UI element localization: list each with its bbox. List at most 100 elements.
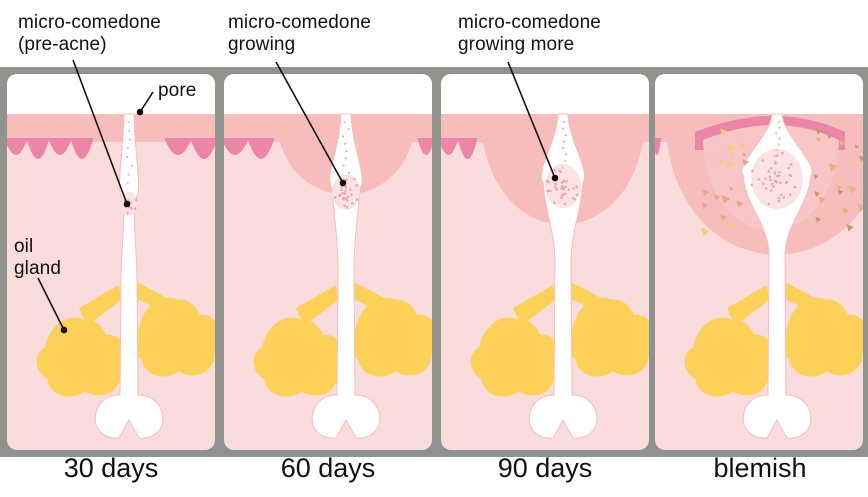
skin-panel-4 [653,74,868,450]
comedone-particle [561,194,564,197]
comedone-particle [356,198,359,201]
pore-particle [344,143,346,145]
comedone-particle [770,189,773,192]
pore-particle [778,121,780,123]
caption-stage-2: 60 days [223,452,433,484]
label-line: (pre-acne) [18,34,161,56]
label-line: gland [14,258,61,280]
leader-pore-dot [138,110,143,115]
comedone-particle [560,188,563,191]
comedone-particle [762,182,765,185]
comedone-particle [761,159,764,162]
comedone-particle [549,190,552,193]
caption-stage-1: 30 days [6,452,216,484]
comedone-particle [787,167,790,170]
comedone-particle [780,194,783,197]
label-micro-comedone-growing: micro-comedone growing [228,12,371,56]
comedone-particle [794,186,797,189]
sky [441,74,649,114]
leader-oil-gland-dot [62,328,67,333]
comedone-particle [562,179,565,182]
pore-particle [128,173,130,175]
pore-particle [129,138,131,140]
comedone-particle [564,193,567,196]
comedone-particle [771,183,774,186]
comedone-particle [779,181,782,184]
pore-particle [774,160,776,162]
pore-particle [126,156,128,158]
comedone-particle [778,197,781,200]
label-line: oil [14,236,61,258]
comedone-particle [786,181,789,184]
comedone-particle [572,187,575,190]
pore-particle [775,149,777,151]
pore-particle [345,157,347,159]
pore-particle [563,121,565,123]
comedone-particle [775,180,778,183]
comedone-particle [135,199,138,202]
comedone-particle [778,200,781,203]
comedone-particle [764,177,767,180]
label-pore: pore [158,80,196,102]
pore-particle [342,135,344,137]
pore-particle [126,182,128,184]
pore-particle [348,128,350,130]
comedone-particle [778,171,781,174]
comedone-particle [554,183,557,186]
pore-particle [348,172,350,174]
comedone-particle [346,206,349,209]
comedone-particle [565,180,568,183]
pore-particle [773,155,775,157]
comedone-particle [340,188,343,191]
pore-particle [342,164,344,166]
pore-particle [564,134,566,136]
comedone-particle [561,181,564,184]
caption-stage-3: 90 days [440,452,650,484]
pore-particle [344,121,346,123]
comedone-particle [776,175,779,178]
epidermis [441,114,649,142]
skin-panel-2 [222,74,437,450]
comedone-particle [575,186,578,189]
pore-particle [562,127,564,129]
comedone-particle [342,198,345,201]
sky [224,74,432,114]
comedone-particle [351,202,354,205]
comedone-particle [769,175,772,178]
skin-panel-3 [439,74,654,450]
comedone-particle [353,178,356,181]
comedone-particle [783,196,786,199]
leader-growing-more-dot [553,176,558,181]
pore-particle [775,132,777,134]
comedone-particle [334,196,337,199]
comedone-particle [355,184,358,187]
comedone-particle [751,184,754,187]
pore-particle [779,138,781,140]
comedone-particle [134,207,137,210]
label-line: micro-comedone [18,12,161,34]
comedone-particle [346,199,349,202]
comedone-particle [776,154,779,157]
comedone-particle [576,193,579,196]
pore-particle [131,165,133,167]
comedone-particle [789,174,792,177]
comedone-particle [347,195,350,198]
label-micro-comedone-growing-more: micro-comedone growing more [458,12,601,56]
pore-particle [127,121,129,123]
label-line: growing more [458,34,601,56]
comedone-particle [563,187,566,190]
pore-particle [779,127,781,129]
comedone-particle [573,198,576,201]
label-line: micro-comedone [228,12,371,34]
epidermis [7,114,215,142]
comedone-particle [553,169,556,172]
label-line: growing [228,34,371,56]
comedone-particle [781,152,784,155]
comedone-particle [757,178,760,181]
comedone-particle [546,180,549,183]
comedone-particle [561,185,564,188]
comedone-particle [343,204,346,207]
comedone-particle [774,171,777,174]
comedone-particle [769,179,772,182]
